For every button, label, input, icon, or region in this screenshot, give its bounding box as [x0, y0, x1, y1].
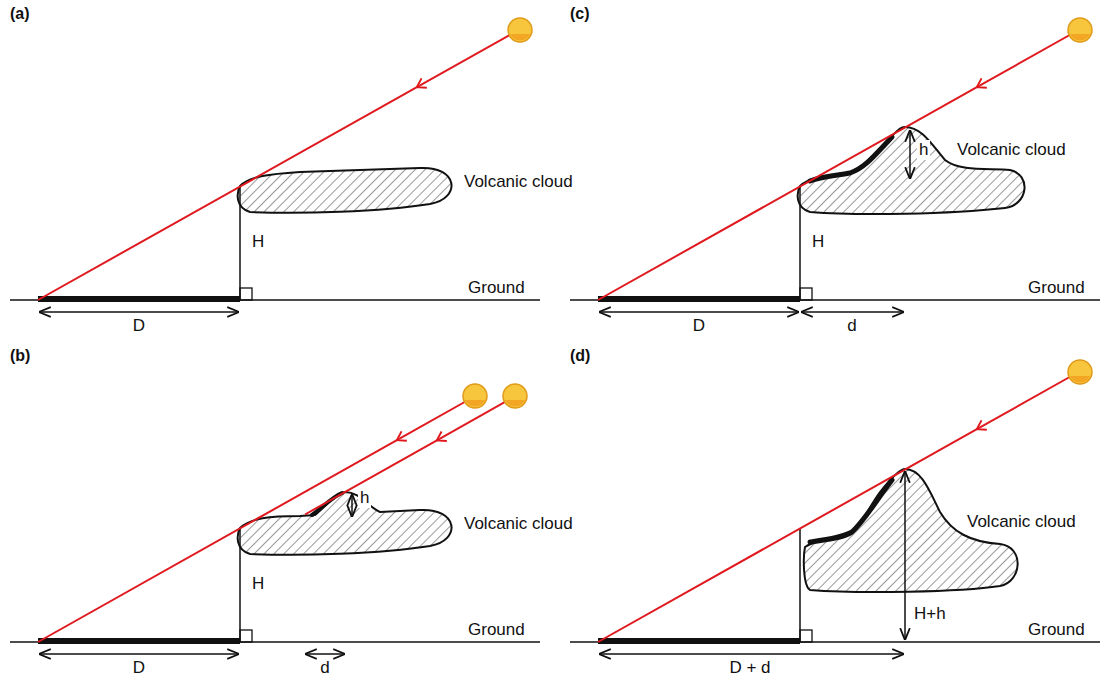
panel-letter: (c): [568, 4, 592, 24]
ground-label: Ground: [1026, 620, 1087, 640]
distance-label: d: [318, 658, 331, 678]
cloud-label: Volcanic cloud: [462, 514, 575, 534]
cloud-label: Volcanic cloud: [462, 172, 575, 192]
distance-label: D: [131, 658, 147, 678]
height-label: H: [810, 232, 826, 252]
distance-label: D: [131, 316, 147, 336]
height-label: H+h: [912, 604, 948, 624]
height-label: h: [917, 140, 930, 160]
distance-label: D + d: [727, 658, 772, 678]
distance-label: D: [691, 316, 707, 336]
panel-letter: (a): [8, 4, 32, 24]
panel-d: [570, 360, 1100, 654]
ground-label: Ground: [466, 278, 527, 298]
height-label: h: [358, 488, 371, 508]
panel-c: [570, 18, 1100, 312]
ground-label: Ground: [1026, 278, 1087, 298]
panel-b: [10, 384, 540, 654]
panel-letter: (b): [8, 346, 32, 366]
cloud-label: Volcanic cloud: [955, 140, 1068, 160]
panel-a: [10, 18, 540, 312]
cloud-label: Volcanic cloud: [965, 512, 1078, 532]
ground-label: Ground: [466, 620, 527, 640]
height-label: H: [250, 232, 266, 252]
distance-label: d: [845, 316, 858, 336]
panel-letter: (d): [568, 346, 592, 366]
height-label: H: [250, 574, 266, 594]
